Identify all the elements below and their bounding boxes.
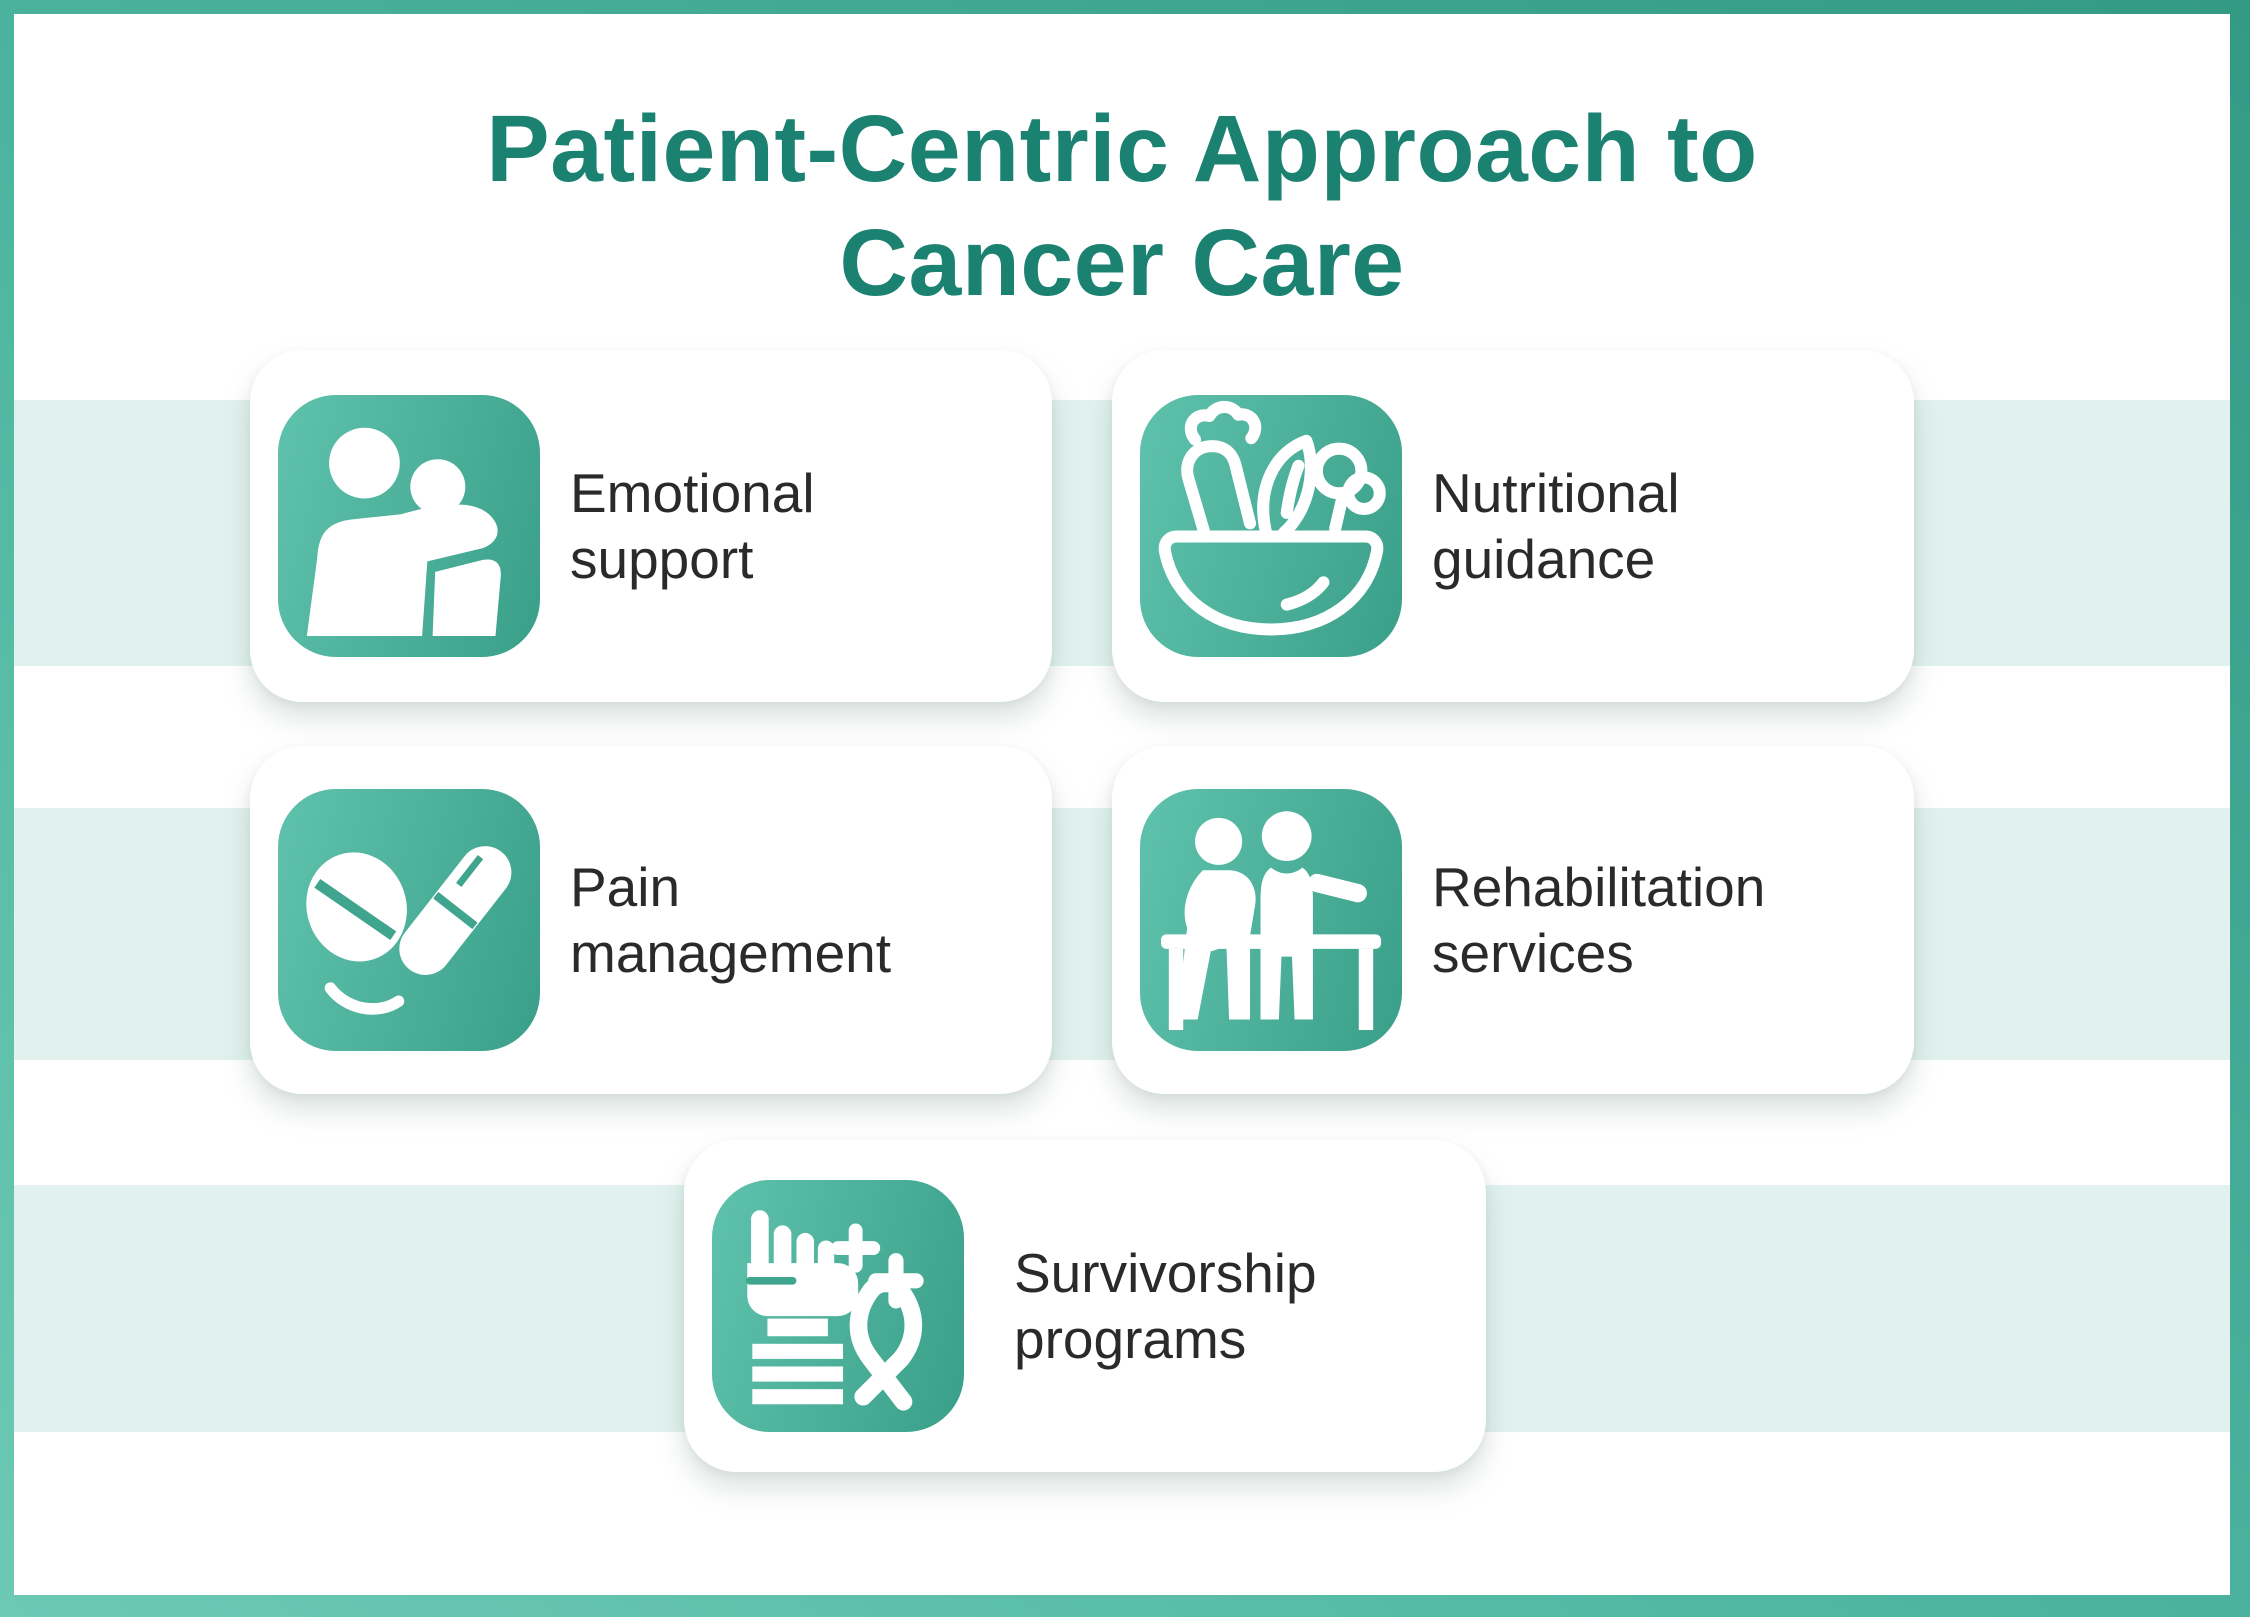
card-label: Nutritional guidance <box>1432 350 1680 702</box>
page-title: Patient-Centric Approach to Cancer Care <box>14 92 2230 320</box>
card-label-line: support <box>570 528 754 590</box>
card-label-line: programs <box>1014 1308 1247 1370</box>
card-rehabilitation-services: Rehabilitation services <box>1112 746 1914 1094</box>
nutritional-guidance-icon <box>1140 395 1402 657</box>
card-label: Survivorship programs <box>1014 1140 1317 1472</box>
survivorship-programs-icon <box>712 1180 964 1432</box>
card-label-line: services <box>1432 922 1634 984</box>
page-title-line-1: Patient-Centric Approach to <box>486 96 1758 202</box>
card-emotional-support: Emotional support <box>250 350 1052 702</box>
card-label: Pain management <box>570 746 891 1094</box>
card-label-line: management <box>570 922 892 984</box>
card-label-line: guidance <box>1432 528 1656 590</box>
rehabilitation-services-icon <box>1140 789 1402 1051</box>
card-label-line: Rehabilitation <box>1432 856 1766 918</box>
card-label-line: Emotional <box>570 462 815 524</box>
card-label: Emotional support <box>570 350 815 702</box>
card-label-line: Survivorship <box>1014 1242 1317 1304</box>
card-survivorship-programs: Survivorship programs <box>684 1140 1486 1472</box>
card-label-line: Pain <box>570 856 681 918</box>
card-label-line: Nutritional <box>1432 462 1680 524</box>
pain-management-icon <box>278 789 540 1051</box>
page-title-line-2: Cancer Care <box>839 210 1405 316</box>
emotional-support-icon <box>278 395 540 657</box>
card-nutritional-guidance: Nutritional guidance <box>1112 350 1914 702</box>
content-panel: Patient-Centric Approach to Cancer Care … <box>14 14 2230 1595</box>
card-label: Rehabilitation services <box>1432 746 1765 1094</box>
card-pain-management: Pain management <box>250 746 1052 1094</box>
